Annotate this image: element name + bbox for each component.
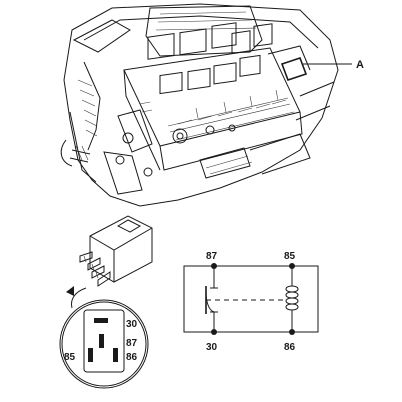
pin-label-87: 87 <box>126 338 138 349</box>
pin-87-blade <box>99 334 104 348</box>
coil <box>285 266 299 332</box>
schematic-label-30: 30 <box>206 342 218 353</box>
pin-label-86: 86 <box>126 352 138 363</box>
schematic-label-87: 87 <box>206 251 218 262</box>
pin-label-85: 85 <box>64 352 76 363</box>
callout-label-a: A <box>356 59 364 71</box>
pin-30-blade <box>94 318 108 323</box>
pin-label-30: 30 <box>126 319 138 330</box>
relay-perspective <box>66 215 153 309</box>
arrow-head-icon <box>66 286 74 296</box>
relay-grid <box>123 22 311 171</box>
pin-view <box>59 299 149 389</box>
switch-contact <box>205 266 218 332</box>
fuse-box-illustration <box>60 3 352 207</box>
rotate-arrow <box>71 287 87 309</box>
pin-86-blade <box>113 348 118 362</box>
relay-schematic <box>183 263 319 335</box>
schematic-label-86: 86 <box>284 342 296 353</box>
schematic-label-85: 85 <box>284 251 296 262</box>
pin-85-blade <box>88 348 93 362</box>
